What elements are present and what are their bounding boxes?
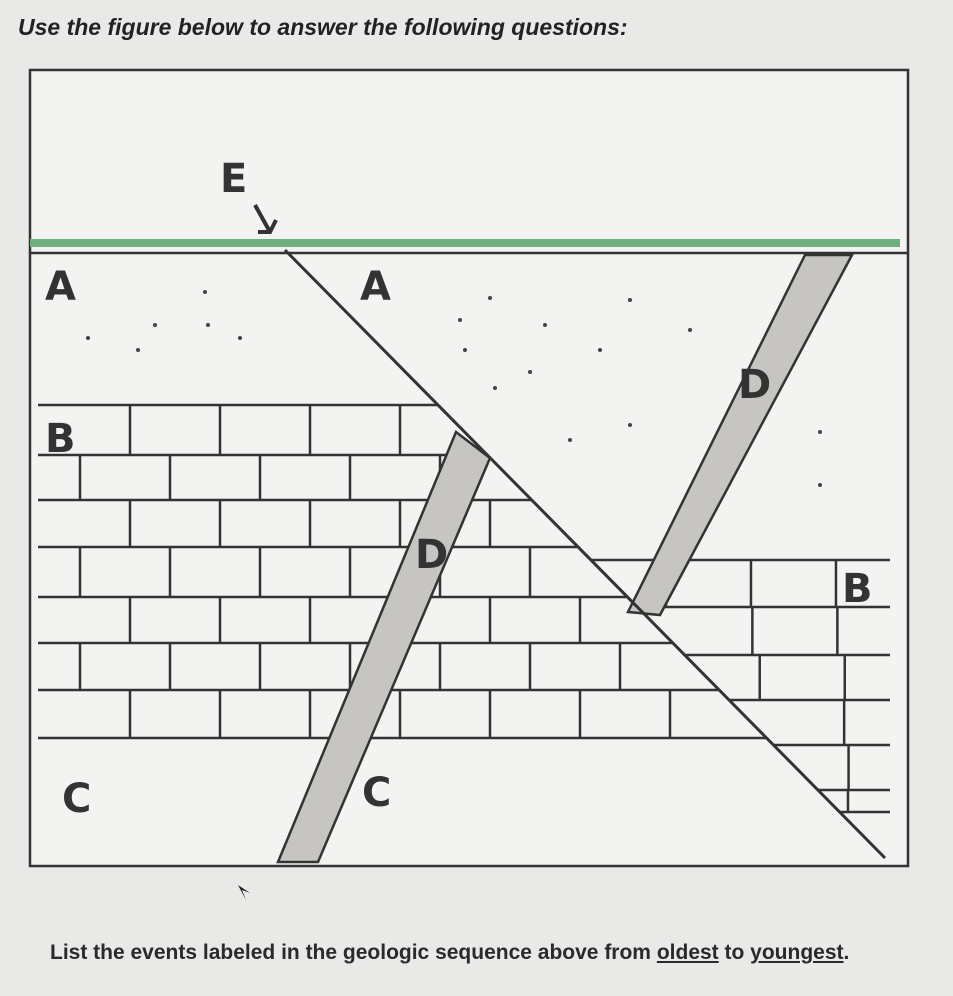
fault-line [283,248,887,860]
sand-dot [238,336,242,340]
sand-dot [543,323,547,327]
sand-dot [818,483,822,487]
label-a-right: A [360,264,391,310]
sand-dot [203,290,207,294]
layer-b-bricks-right [590,558,890,814]
question-prompt: List the events labeled in the geologic … [50,941,849,965]
label-b-right: B [842,566,873,612]
label-c-left: C [62,776,91,822]
question-title: Use the figure below to answer the follo… [18,14,628,40]
sand-dot [818,430,822,434]
sand-dot [598,348,602,352]
prompt-oldest: oldest [656,941,719,964]
label-c-right: C [362,770,391,816]
prompt-text-middle: to [718,941,751,964]
sand-dot [528,370,532,374]
label-d-left: D [415,532,448,578]
sand-dot [206,323,210,327]
layer-a-sand-dots [86,290,822,487]
dike-d-left [276,430,492,864]
sand-dot [628,423,632,427]
label-e: E [220,156,247,202]
sand-dot [568,438,572,442]
sand-dot [488,296,492,300]
mouse-cursor-icon [238,885,250,900]
label-d-right: D [738,362,771,408]
label-b-left: B [45,416,76,462]
dike-d-right [626,253,855,617]
sand-dot [688,328,692,332]
prompt-period: . [843,941,850,964]
prompt-text: List the events labeled in the geologic … [50,941,657,964]
arrow-e-icon [253,204,278,234]
sand-dot [463,348,467,352]
sand-dot [153,323,157,327]
sand-dot [628,298,632,302]
sand-dot [493,386,497,390]
sand-dot [86,336,90,340]
sand-dot [458,318,462,322]
prompt-youngest: youngest [750,941,844,964]
sand-dot [136,348,140,352]
label-a-left: A [45,264,76,310]
